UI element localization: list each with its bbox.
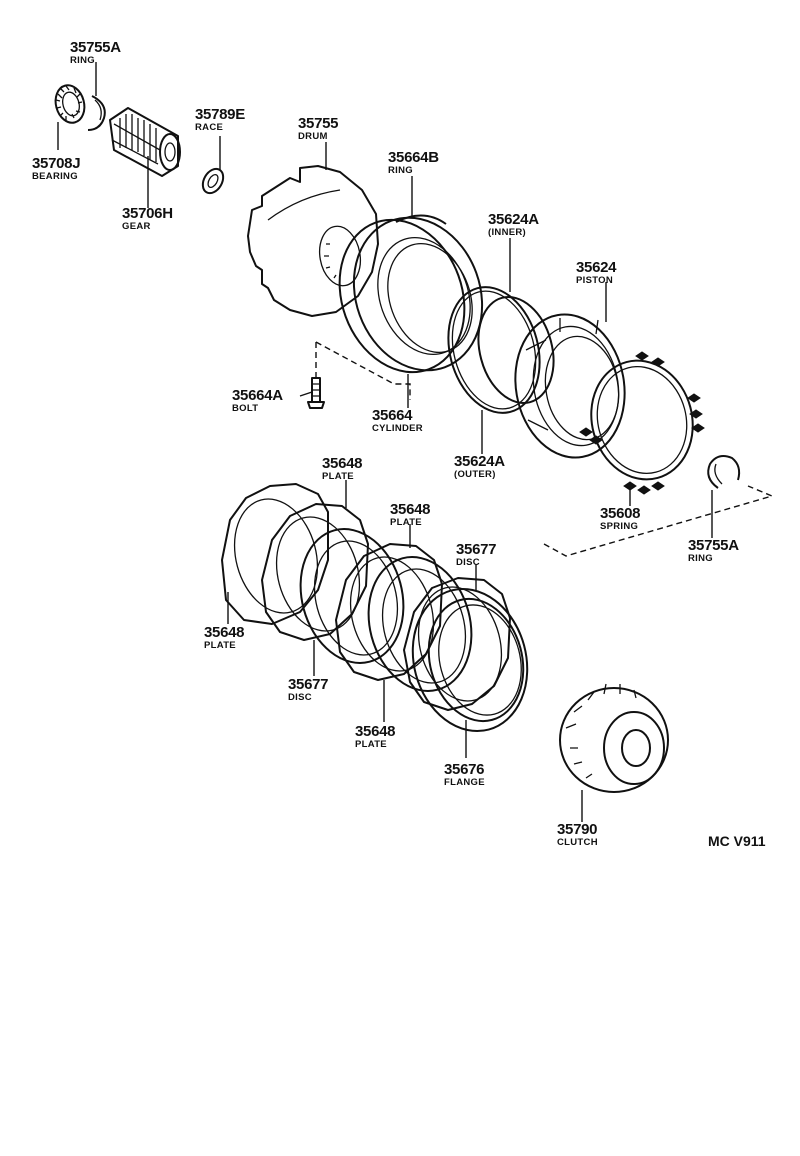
part-name: CYLINDER (372, 423, 423, 434)
part-number: 35755 (298, 115, 339, 132)
gear-shaft (109, 107, 181, 177)
part-number: 35708J (32, 155, 81, 172)
part-label-ring-top: 35755A RING (70, 40, 121, 66)
part-label-race: 35789E RACE (195, 107, 245, 133)
part-number: 35648 (322, 455, 363, 472)
part-number: 35624 (576, 259, 617, 276)
part-label-plate-3: 35648 PLATE (204, 624, 245, 651)
part-name: RING (70, 55, 95, 66)
part-name: SPRING (600, 521, 639, 532)
part-label-bolt: 35664A BOLT (232, 388, 283, 414)
part-name: FLANGE (444, 777, 485, 788)
part-label-plate-2: 35648 PLATE (390, 501, 431, 528)
cylinder (338, 214, 484, 374)
diagram-code: MC V911 (708, 833, 766, 849)
part-name: PLATE (204, 640, 236, 651)
part-name: DISC (456, 557, 480, 568)
part-name: PISTON (576, 275, 613, 286)
part-name: PLATE (390, 517, 422, 528)
part-name: RACE (195, 122, 224, 133)
part-number: 35755A (70, 39, 121, 56)
part-name: BEARING (32, 171, 78, 182)
part-label-cylinder-ring: 35664B RING (388, 150, 439, 176)
part-label-inner-seal: 35624A (INNER) (488, 212, 539, 238)
part-name: PLATE (322, 471, 354, 482)
part-label-clutch: 35790 CLUTCH (557, 822, 598, 848)
part-name: BOLT (232, 403, 259, 414)
part-label-gear: 35706H GEAR (122, 206, 173, 232)
part-number: 35608 (600, 505, 641, 522)
part-label-plate-4: 35648 PLATE (355, 723, 396, 750)
part-number: 35677 (288, 676, 329, 693)
part-number: 35664A (232, 387, 283, 404)
part-label-disc-1: 35677 DISC (456, 541, 497, 568)
needle-bearing (54, 84, 86, 124)
part-name: RING (688, 553, 713, 564)
clutch-drum (247, 165, 379, 317)
part-label-outer-seal: 35624A (OUTER) (454, 454, 505, 480)
snap-ring-right (707, 455, 741, 489)
leader-lines (57, 62, 775, 822)
part-number: 35676 (444, 761, 485, 778)
part-name: DISC (288, 692, 312, 703)
part-name: (INNER) (488, 227, 526, 238)
part-number: 35664B (388, 149, 439, 166)
part-number: 35790 (557, 821, 598, 838)
thrust-race (201, 167, 225, 195)
part-number: 35648 (390, 501, 431, 518)
part-label-ring-right: 35755A RING (688, 538, 739, 564)
part-number: 35789E (195, 106, 245, 123)
part-label-bearing: 35708J BEARING (32, 155, 81, 182)
part-name: DRUM (298, 131, 328, 142)
part-label-disc-2: 35677 DISC (288, 676, 329, 703)
part-number: 35624A (454, 453, 505, 470)
part-number: 35706H (122, 205, 173, 222)
part-label-spring: 35608 SPRING (600, 505, 641, 532)
part-number: 35648 (204, 624, 245, 641)
clutch-pack (221, 483, 529, 733)
part-name: PLATE (355, 739, 387, 750)
part-label-cylinder: 35664 CYLINDER (372, 408, 423, 434)
return-spring (579, 351, 705, 495)
part-name: RING (388, 165, 413, 176)
part-name: GEAR (122, 221, 151, 232)
snap-ring-top (87, 95, 106, 131)
piston (514, 313, 626, 459)
part-label-flange: 35676 FLANGE (444, 762, 485, 788)
part-number: 35677 (456, 541, 497, 558)
part-number: 35648 (355, 723, 396, 740)
one-way-clutch (559, 683, 669, 793)
part-name: (OUTER) (454, 469, 496, 480)
seal-rings (447, 286, 555, 414)
part-number: 35664 (372, 407, 413, 424)
part-number: 35624A (488, 211, 539, 228)
part-name: CLUTCH (557, 837, 598, 848)
part-label-drum: 35755 DRUM (298, 115, 339, 142)
part-label-plate-1: 35648 PLATE (322, 455, 363, 482)
part-number: 35755A (688, 537, 739, 554)
part-label-piston: 35624 PISTON (576, 259, 617, 286)
